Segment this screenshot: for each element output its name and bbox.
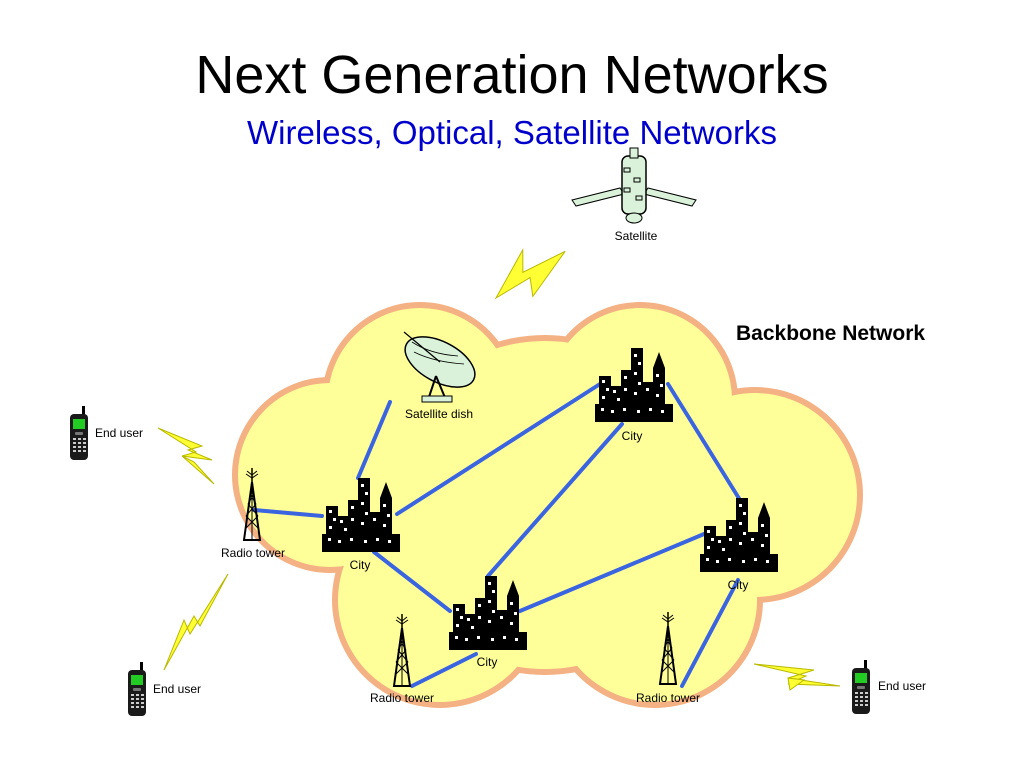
city-bottom-label: City xyxy=(476,655,498,669)
end-user-bottom-right-label: End user xyxy=(878,679,927,693)
city-top-label: City xyxy=(621,429,643,443)
end-user-bottom-left-label: End user xyxy=(153,682,202,696)
backbone-network-label: Backbone Network xyxy=(736,322,926,345)
link-dish-city-left xyxy=(356,400,392,480)
link-city-left-city-top xyxy=(395,382,602,516)
satellite-dish-label: Satellite dish xyxy=(404,407,474,421)
city-right-label: City xyxy=(727,578,749,592)
link-city-bottom-city-right xyxy=(518,532,706,613)
link-city-top-city-bottom xyxy=(486,422,624,578)
radio-tower-bottom-right-label: Radio tower xyxy=(635,691,701,705)
end-user-top-left-label: End user xyxy=(95,426,144,440)
radio-tower-bottom-left-label: Radio tower xyxy=(369,691,435,705)
link-city-bottom-tower xyxy=(410,652,478,688)
page-subtitle: Wireless, Optical, Satellite Networks xyxy=(247,114,777,151)
radio-tower-left-label: Radio tower xyxy=(220,546,286,560)
link-tower-city-left xyxy=(252,508,324,518)
satellite-label: Satellite xyxy=(614,229,658,243)
lightning-satellite-icon xyxy=(494,248,566,300)
satellite-dish-icon xyxy=(403,331,476,403)
end-user-bottom-left-icon xyxy=(128,662,146,716)
link-city-top-city-right xyxy=(666,382,742,502)
link-city-left-city-bottom xyxy=(372,550,452,613)
lightning-bottom-left-icon xyxy=(163,573,229,671)
backbone-cloud xyxy=(232,302,863,708)
satellite-icon xyxy=(571,147,697,224)
lightning-top-left-icon xyxy=(157,427,215,485)
city-left-label: City xyxy=(349,558,371,572)
network-links xyxy=(252,382,742,688)
end-user-bottom-right-icon xyxy=(852,660,870,714)
link-city-right-tower xyxy=(680,578,740,688)
lightning-bottom-right-icon xyxy=(753,663,841,691)
page-title: Next Generation Networks xyxy=(195,45,829,105)
end-user-top-left-icon xyxy=(70,406,88,460)
